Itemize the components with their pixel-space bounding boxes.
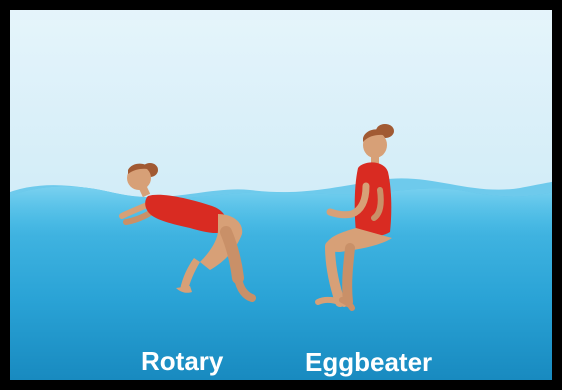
eggbeater-label: Eggbeater	[305, 347, 432, 377]
water-surface-highlight	[0, 186, 562, 236]
rotary-label: Rotary	[141, 346, 223, 376]
